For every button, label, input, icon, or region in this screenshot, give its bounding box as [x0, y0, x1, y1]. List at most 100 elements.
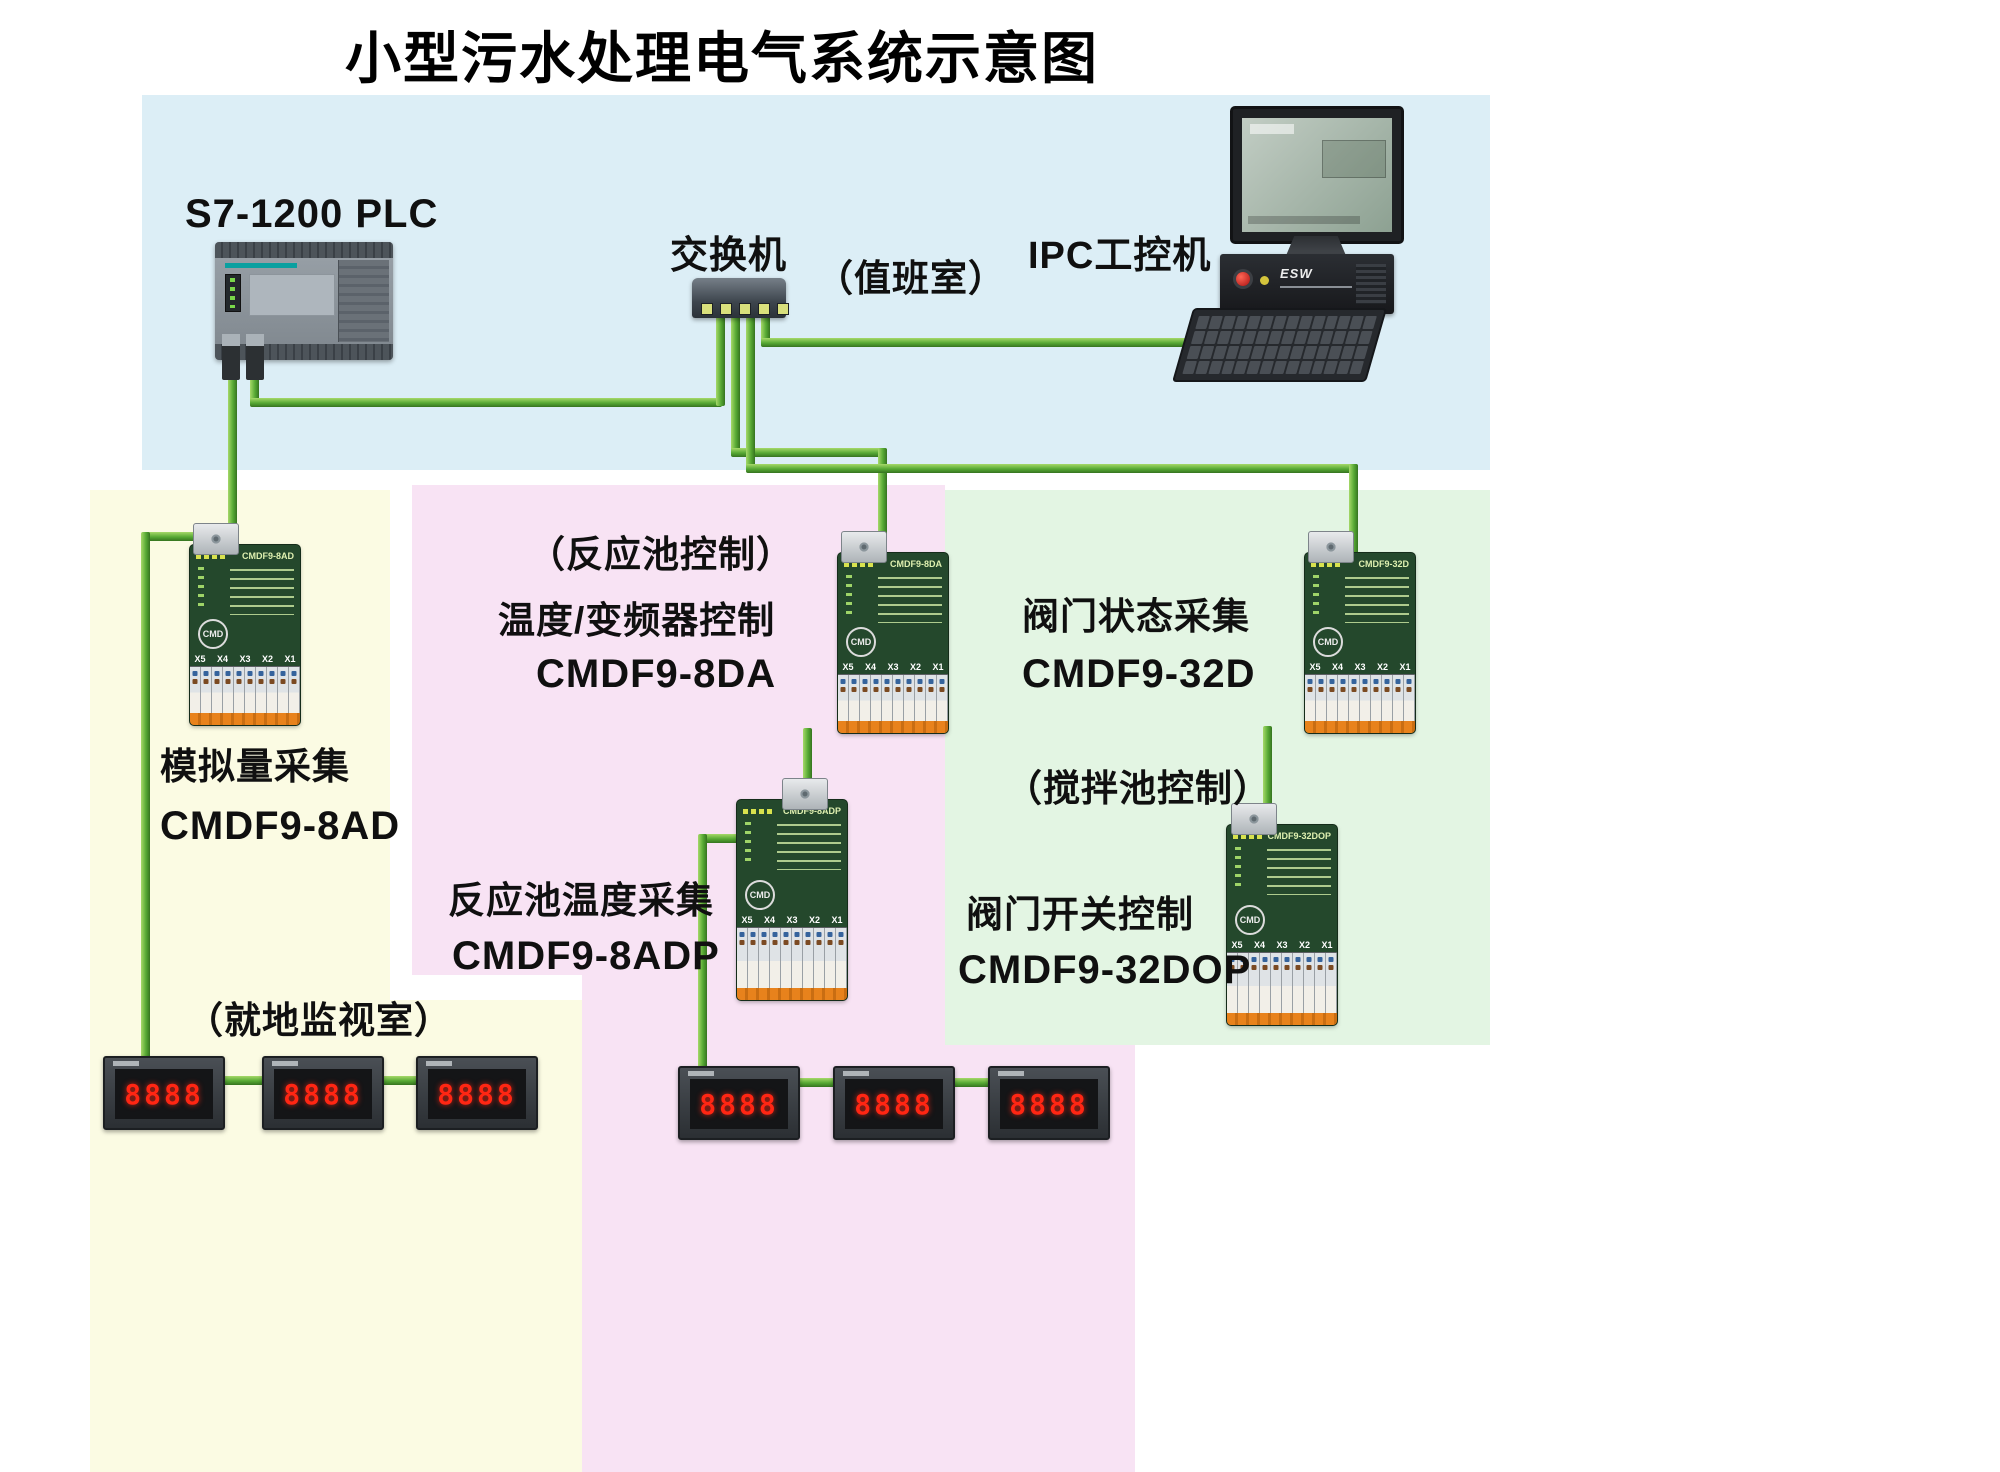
- network-cable: [1349, 464, 1358, 562]
- terminal-block: [212, 667, 223, 713]
- module-chip: [1327, 561, 1332, 567]
- module-chip: [1249, 833, 1254, 839]
- module-leds: [846, 575, 852, 617]
- ethernet-port: [701, 303, 713, 315]
- terminal-block: [836, 928, 847, 988]
- model-8da-label: CMDF9-8DA: [536, 652, 777, 696]
- terminal-strip: [838, 674, 948, 721]
- terminal-block: [1371, 675, 1382, 721]
- meter-display: 8888: [274, 1069, 372, 1119]
- terminal-block: [1360, 675, 1371, 721]
- terminal-block: [770, 928, 781, 988]
- io-module-cmdf9-32d: CMDF9-32D CMD X5 X4 X3 X2 X1: [1305, 553, 1415, 733]
- module-silkscreen: [1345, 577, 1409, 623]
- network-cable: [761, 316, 770, 346]
- terminal-block: [871, 675, 882, 721]
- terminal-block: [849, 675, 860, 721]
- terminal-block: [256, 667, 267, 713]
- terminal-block: [1326, 953, 1337, 1013]
- terminal-block: [1282, 953, 1293, 1013]
- module-panel: CMD: [1311, 573, 1409, 659]
- module-silkscreen: [777, 824, 841, 870]
- valve-switch-label: 阀门开关控制: [966, 894, 1194, 935]
- terminal-clamps: [1227, 1013, 1337, 1025]
- io-module-cmdf9-8adp: CMDF9-8ADP CMD X5 X4 X3 X2 X1: [737, 800, 847, 1000]
- terminal-block: [1316, 675, 1327, 721]
- cmd-logo: CMD: [1313, 627, 1343, 657]
- meter-model-tag: [688, 1071, 714, 1076]
- ethernet-port: [739, 303, 751, 315]
- plc-label-panel: [249, 274, 335, 316]
- terminal-block: [915, 675, 926, 721]
- keyboard-key: [1353, 346, 1369, 359]
- temp-vfd-label: 温度/变频器控制: [498, 600, 776, 641]
- terminal-block: [904, 675, 915, 721]
- terminal-block: [759, 928, 770, 988]
- ipc-label: IPC工控机: [1028, 235, 1212, 277]
- module-chip: [1241, 833, 1246, 839]
- terminal-group-labels: X5 X4 X3 X2 X1: [194, 654, 296, 664]
- module-silkscreen: [878, 577, 942, 623]
- reaction-temp-label: 反应池温度采集: [448, 880, 714, 921]
- keyboard-key: [1195, 361, 1210, 374]
- module-model-print: CMDF9-8ADP: [782, 806, 841, 816]
- terminal-strip: [737, 927, 847, 988]
- keyboard-key: [1293, 331, 1309, 344]
- keyboard-key: [1297, 361, 1313, 374]
- terminal-strip: [1305, 674, 1415, 721]
- ipc-monitor: [1230, 106, 1404, 244]
- module-chip: [852, 561, 857, 567]
- io-module-cmdf9-32dop: CMDF9-32DOP CMD X5 X4 X3 X2 X1: [1227, 825, 1337, 1025]
- analog-acquisition-label: 模拟量采集: [160, 746, 350, 787]
- cmd-logo: CMD: [846, 627, 876, 657]
- keyboard-key: [1207, 361, 1223, 374]
- bus-connector: [1308, 531, 1354, 563]
- terminal-block: [234, 667, 245, 713]
- terminal-block: [860, 675, 871, 721]
- duty-room-label: （值班室）: [816, 258, 1006, 299]
- keyboard-key: [1212, 346, 1227, 359]
- model-8ad-label: CMDF9-8AD: [160, 804, 401, 848]
- panel-meter: 8888: [416, 1056, 538, 1130]
- terminal-block: [190, 667, 201, 713]
- terminal-block: [223, 667, 234, 713]
- panel-meter: 8888: [988, 1066, 1110, 1140]
- network-cable: [141, 532, 150, 1064]
- meter-model-tag: [272, 1061, 298, 1066]
- bus-connector: [1231, 803, 1277, 835]
- local-monitor-room-label: （就地监视室）: [186, 1000, 452, 1041]
- module-chip: [844, 561, 849, 567]
- cmd-logo: CMD: [745, 880, 775, 910]
- terminal-block: [748, 928, 759, 988]
- terminal-group-labels: X5 X4 X3 X2 X1: [1231, 940, 1333, 950]
- terminal-block: [201, 667, 212, 713]
- terminal-block: [1393, 675, 1404, 721]
- network-cable: [746, 316, 755, 472]
- terminal-group-labels: X5 X4 X3 X2 X1: [1309, 662, 1411, 672]
- meter-display: 8888: [115, 1069, 213, 1119]
- power-button: [1236, 272, 1250, 286]
- module-chip: [743, 808, 748, 814]
- module-chip: [1257, 833, 1262, 839]
- terminal-block: [245, 667, 256, 713]
- terminal-block: [814, 928, 825, 988]
- module-panel: CMD: [1233, 845, 1331, 937]
- terminal-block: [1315, 953, 1326, 1013]
- plc-terminal-cover-bottom: [215, 344, 393, 360]
- plc-label: S7-1200 PLC: [185, 192, 439, 236]
- network-cable: [731, 316, 740, 456]
- meter-model-tag: [113, 1061, 139, 1066]
- terminal-group-labels: X5 X4 X3 X2 X1: [842, 662, 944, 672]
- chassis-trim: [1280, 286, 1352, 288]
- network-cable: [803, 728, 812, 804]
- bus-connector: [841, 531, 887, 563]
- chassis-vents: [1356, 264, 1386, 304]
- module-silkscreen: [230, 569, 294, 615]
- terminal-clamps: [838, 721, 948, 733]
- monitor-stand: [1285, 236, 1347, 258]
- keyboard-key: [1203, 331, 1219, 344]
- module-chip: [1335, 561, 1340, 567]
- keyboard-keys: [1182, 316, 1377, 374]
- meter-display: 8888: [428, 1069, 526, 1119]
- panel-meter: 8888: [103, 1056, 225, 1130]
